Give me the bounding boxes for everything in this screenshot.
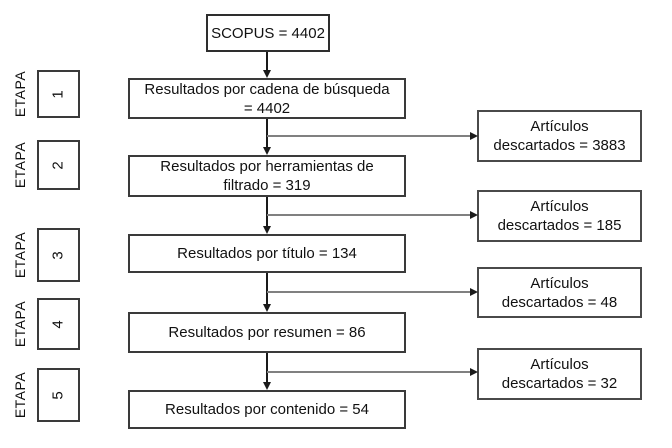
arrow-right-icon: [470, 132, 478, 140]
etapa-label-2: ETAPA: [12, 141, 28, 189]
flow-line-4-to-5: [266, 353, 268, 382]
discard-box-4-line2: descartados = 32: [501, 375, 618, 392]
etapa-number-5: 5: [50, 390, 67, 400]
result-box-2: Resultados por herramientas de filtrado …: [128, 155, 406, 197]
flow-line-scopus-to-1: [266, 52, 268, 70]
flow-line-3-to-4: [266, 273, 268, 304]
etapa-number-box-2: 2: [37, 140, 80, 190]
discard-box-2: Artículos descartados = 185: [477, 190, 642, 242]
result-box-2-line2: filtrado = 319: [223, 177, 311, 194]
scopus-box: SCOPUS = 4402: [206, 14, 330, 52]
etapa-number-box-5: 5: [37, 368, 80, 422]
branch-line-3: [267, 291, 470, 293]
discard-box-4-line1: Artículos: [530, 356, 589, 373]
arrow-right-icon: [470, 211, 478, 219]
etapa-label-3: ETAPA: [12, 231, 28, 279]
arrow-right-icon: [470, 288, 478, 296]
result-box-1-line1: Resultados por cadena de búsqueda: [144, 80, 390, 98]
result-box-5: Resultados por contenido = 54: [128, 390, 406, 429]
etapa-label-1: ETAPA: [12, 70, 28, 118]
flow-line-2-to-3: [266, 197, 268, 226]
result-box-4: Resultados por resumen = 86: [128, 312, 406, 353]
etapa-number-3: 3: [50, 250, 67, 260]
discard-box-1: Artículos descartados = 3883: [477, 110, 642, 162]
result-box-2-line1: Resultados por herramientas de: [160, 158, 374, 175]
result-box-3-line1: Resultados por título = 134: [177, 245, 357, 262]
discard-box-3-line1: Artículos: [530, 274, 589, 292]
result-box-5-line1: Resultados por contenido = 54: [165, 401, 369, 418]
etapa-number-1: 1: [50, 89, 67, 99]
result-box-1: Resultados por cadena de búsqueda = 4402: [128, 78, 406, 119]
arrow-right-icon: [470, 368, 478, 376]
discard-box-2-line1: Artículos: [530, 198, 589, 215]
discard-box-1-line2: descartados = 3883: [493, 137, 626, 154]
arrow-down-icon: [263, 382, 271, 390]
etapa-number-box-1: 1: [37, 70, 80, 118]
arrow-down-icon: [263, 70, 271, 78]
branch-line-2: [267, 214, 470, 216]
etapa-label-4: ETAPA: [12, 300, 28, 348]
etapa-number-box-4: 4: [37, 298, 80, 350]
flow-line-1-to-2: [266, 119, 268, 147]
arrow-down-icon: [263, 147, 271, 155]
etapa-number-2: 2: [50, 160, 67, 170]
discard-box-3: Artículos descartados = 48: [477, 267, 642, 318]
etapa-number-4: 4: [50, 319, 67, 329]
branch-line-4: [267, 371, 470, 373]
arrow-down-icon: [263, 304, 271, 312]
discard-box-2-line2: descartados = 185: [497, 217, 622, 234]
result-box-1-line2: = 4402: [243, 99, 291, 117]
discard-box-4: Artículos descartados = 32: [477, 348, 642, 400]
scopus-label: SCOPUS = 4402: [211, 24, 325, 42]
arrow-down-icon: [263, 226, 271, 234]
result-box-3: Resultados por título = 134: [128, 234, 406, 273]
etapa-number-box-3: 3: [37, 228, 80, 282]
branch-line-1: [267, 135, 470, 137]
discard-box-3-line2: descartados = 48: [501, 293, 618, 311]
discard-box-1-line1: Artículos: [530, 118, 589, 135]
etapa-label-5: ETAPA: [12, 371, 28, 419]
result-box-4-line1: Resultados por resumen = 86: [168, 324, 366, 341]
